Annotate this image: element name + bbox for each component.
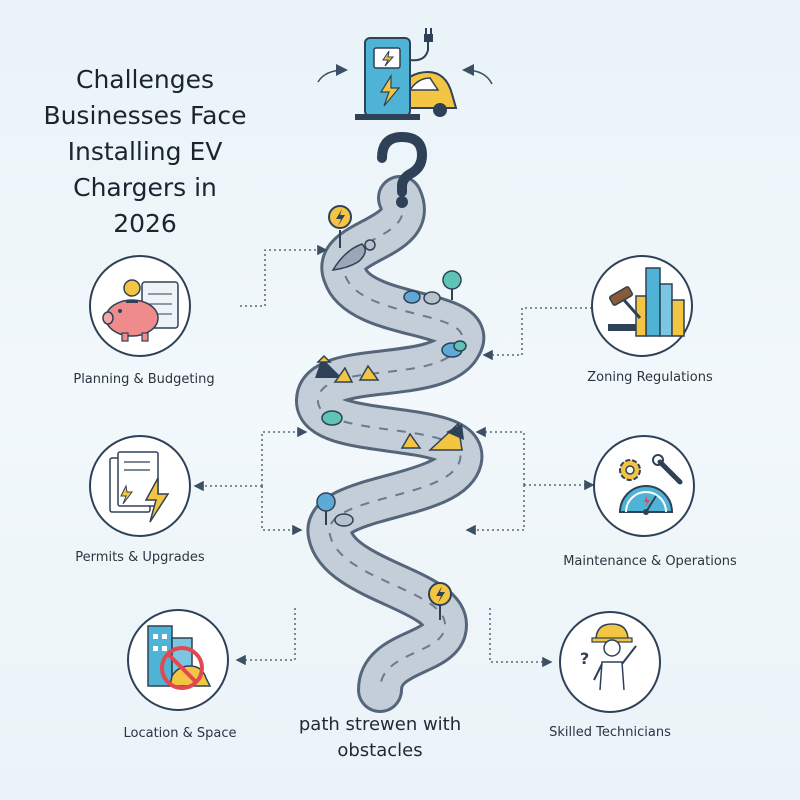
label-location: Location & Space [123,726,236,741]
rockfall-icon [400,422,464,451]
rockfall-icon [315,354,380,383]
label-zoning: Zoning Regulations [587,370,713,385]
connector-permits-top [261,426,308,486]
challenge-permits [89,435,191,537]
connector-maintenance-top [475,426,525,485]
winding-road [295,175,485,713]
connector-zoning [482,307,592,361]
connector-location [235,608,296,666]
caption-line: path strewen with [298,714,462,735]
challenge-location [127,609,229,711]
ev-charger-icon [317,28,493,120]
challenge-planning [89,255,191,357]
title-line: 2026 [113,209,177,238]
no-parking-building-icon [147,625,212,690]
connector-planning [240,244,328,307]
connector-maintenance-bottom [465,485,525,536]
document-permit-icon [109,451,170,523]
bushes-icon [441,340,467,358]
piggy-bank-icon [102,279,179,342]
rock-pile-icon [331,239,376,271]
challenge-technicians: ? [559,611,661,713]
gauge-wrench-icon [618,454,683,515]
page-title: Challenges Businesses Face Installing EV… [30,62,260,242]
connectors [193,244,595,668]
lightning-sign-icon [328,205,352,248]
challenge-zoning [591,255,693,357]
road-obstacles [315,205,467,620]
label-maintenance: Maintenance & Operations [563,554,737,569]
lightning-sign-icon [428,582,452,620]
connector-permits-bottom [261,486,303,536]
title-line: Challenges [75,65,214,94]
svg-text:?: ? [580,649,589,668]
bushes-icon [321,410,343,426]
label-permits: Permits & Upgrades [75,550,205,565]
label-planning: Planning & Budgeting [73,372,214,387]
label-technicians: Skilled Technicians [549,725,671,740]
question-mark-icon [377,131,428,208]
title-line: Installing EV [67,137,223,166]
challenge-maintenance [593,435,695,537]
connector-technicians [489,608,553,668]
title-line: Businesses Face [43,101,247,130]
gavel-buildings-icon [608,267,685,337]
tree-icon [316,492,354,527]
title-line: Chargers in [73,173,217,202]
technician-hardhat-icon: ? [580,623,637,691]
caption-line: obstacles [337,740,423,761]
bushes-icon [403,270,462,305]
road-caption: path strewen with obstacles [290,712,470,764]
